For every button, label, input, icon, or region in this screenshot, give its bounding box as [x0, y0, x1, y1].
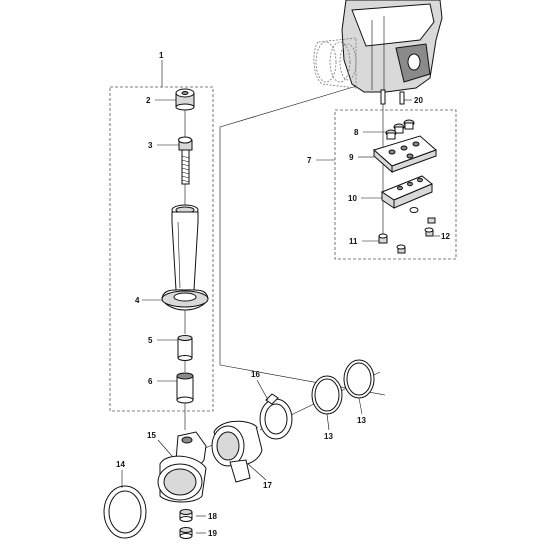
callout-7: 7	[307, 156, 312, 165]
callout-16: 16	[251, 370, 260, 379]
assembly-box-7	[334, 109, 457, 260]
callout-14: 14	[116, 460, 125, 469]
callout-1: 1	[159, 51, 164, 60]
callout-8: 8	[354, 128, 359, 137]
sleeve-5	[177, 335, 193, 372]
assembly-box-1	[109, 86, 214, 412]
screws-11-12	[378, 217, 436, 254]
callout-6: 6	[148, 377, 153, 386]
tool-housing	[313, 0, 443, 93]
cap-2	[175, 88, 195, 138]
callout-12: 12	[441, 232, 450, 241]
callout-9: 9	[349, 153, 354, 162]
callout-11: 11	[349, 237, 358, 246]
ring-14	[103, 485, 147, 539]
callout-10: 10	[348, 194, 357, 203]
callout-13b: 13	[357, 416, 366, 425]
pins-20	[380, 89, 405, 240]
o-rings-13	[311, 359, 375, 415]
callout-18: 18	[208, 512, 217, 521]
callout-13a: 13	[324, 432, 333, 441]
callout-20: 20	[414, 96, 423, 105]
callout-19: 19	[208, 529, 217, 538]
leader-lines	[121, 60, 440, 534]
callout-2: 2	[146, 96, 151, 105]
sleeve-6	[176, 372, 194, 430]
bolt-3	[178, 136, 193, 205]
clip-ring-16	[259, 393, 293, 440]
handle-4	[161, 204, 209, 334]
callout-15: 15	[147, 431, 156, 440]
screws-8	[385, 119, 415, 140]
bracket-15	[157, 431, 207, 503]
washers-18-19	[179, 509, 193, 539]
clamp-10	[380, 175, 433, 213]
plate-9	[373, 135, 437, 174]
callout-5: 5	[148, 336, 153, 345]
callout-17: 17	[263, 481, 272, 490]
collar-17	[211, 420, 263, 483]
callout-labels: 1 2 3 4 5 6 7 8 9 10 11 12 13 13 14 15 1…	[116, 51, 450, 538]
callout-3: 3	[148, 141, 153, 150]
callout-4: 4	[135, 296, 140, 305]
